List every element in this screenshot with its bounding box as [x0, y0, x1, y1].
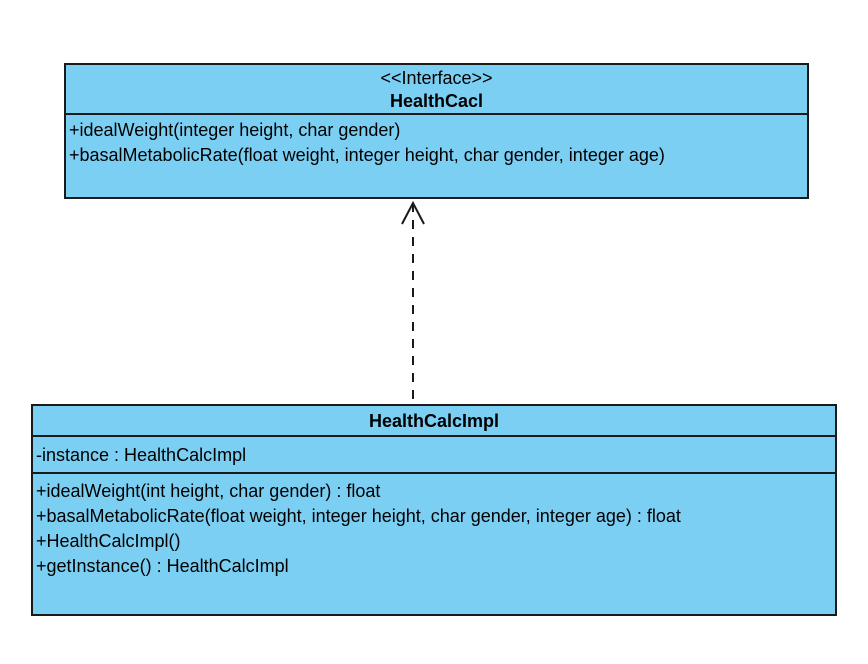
impl-class-header: HealthCalcImpl — [33, 406, 835, 437]
interface-operation: +idealWeight(integer height, char gender… — [69, 120, 401, 140]
realization-arrowhead — [401, 200, 425, 225]
impl-operations-section: +idealWeight(int height, char gender) : … — [33, 474, 835, 583]
impl-operation: +basalMetabolicRate(float weight, intege… — [36, 506, 681, 526]
impl-attributes-section: -instance : HealthCalcImpl — [33, 437, 835, 474]
interface-class-name: HealthCacl — [389, 91, 484, 111]
impl-operation: +idealWeight(int height, char gender) : … — [36, 481, 381, 501]
interface-operation: +basalMetabolicRate(float weight, intege… — [69, 145, 665, 165]
interface-class-header: <<Interface>> HealthCacl — [66, 65, 807, 115]
interface-class-box[interactable]: <<Interface>> HealthCacl +idealWeight(in… — [64, 63, 809, 199]
interface-stereotype: <<Interface>> — [380, 68, 493, 88]
impl-class-box[interactable]: HealthCalcImpl -instance : HealthCalcImp… — [31, 404, 837, 616]
impl-operation: +HealthCalcImpl() — [36, 531, 181, 551]
interface-operations-section: +idealWeight(integer height, char gender… — [66, 115, 807, 172]
impl-operation: +getInstance() : HealthCalcImpl — [36, 556, 289, 576]
impl-class-name: HealthCalcImpl — [368, 411, 500, 431]
impl-attribute: -instance : HealthCalcImpl — [36, 445, 247, 465]
